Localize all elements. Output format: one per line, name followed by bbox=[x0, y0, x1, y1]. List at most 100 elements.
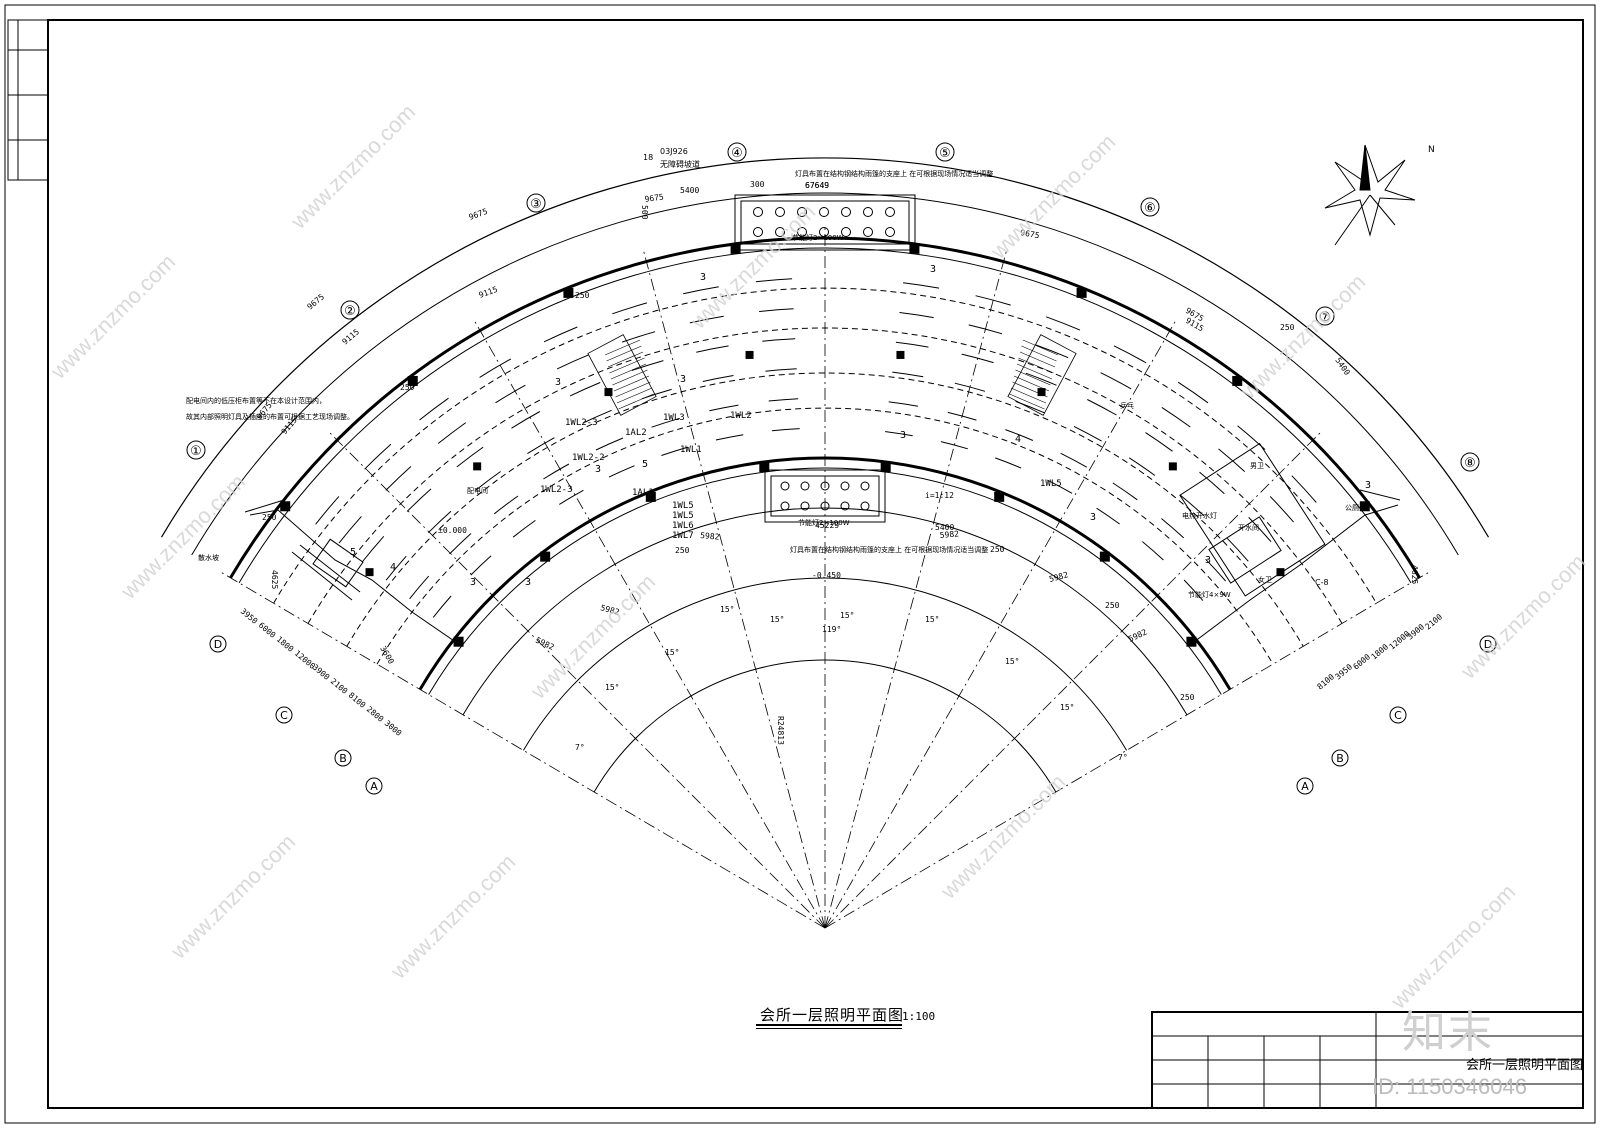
dimension-text: 3600 bbox=[378, 645, 396, 666]
axis-circle bbox=[1296, 777, 1314, 795]
dimension-text: 67649 bbox=[805, 181, 829, 190]
ring-bubble-left-C: C bbox=[275, 706, 293, 724]
radial-line-5 bbox=[824, 251, 1007, 929]
light-fixture bbox=[582, 409, 612, 424]
dimension-text: 500 bbox=[640, 205, 649, 220]
annotation-text: 节能灯2×100W bbox=[798, 518, 850, 527]
circuit-count: 3 bbox=[470, 577, 476, 588]
radial-line-1 bbox=[329, 432, 826, 929]
dimension-text: 119° bbox=[822, 625, 841, 634]
radial-line-7 bbox=[824, 432, 1321, 929]
dimension-text: 5400 bbox=[935, 523, 954, 532]
canopy-lamp bbox=[753, 227, 763, 237]
light-fixture bbox=[456, 446, 484, 468]
circuit-count: 3 bbox=[1090, 512, 1096, 523]
ring-bubble-right-D: D bbox=[1479, 635, 1497, 653]
circuit-label: 1WL2-3 bbox=[565, 418, 598, 428]
light-fixture bbox=[661, 446, 689, 456]
light-fixture bbox=[569, 382, 601, 397]
title-block bbox=[1151, 1011, 1584, 1109]
annotation-text: 节能灯4×9W bbox=[1188, 590, 1231, 599]
light-fixture bbox=[762, 338, 796, 342]
light-fixture bbox=[1142, 541, 1164, 561]
light-fixture bbox=[709, 404, 739, 412]
light-fixture bbox=[1112, 482, 1138, 501]
ring-bubble-left-D: D bbox=[209, 635, 227, 653]
light-fixture bbox=[961, 353, 994, 364]
radial-line-3 bbox=[643, 251, 826, 929]
light-fixture bbox=[338, 516, 362, 544]
axis-label: ④ bbox=[731, 146, 743, 161]
stair-tread bbox=[604, 339, 641, 356]
dimension-text: 2100 bbox=[329, 677, 350, 696]
light-fixture bbox=[888, 401, 918, 407]
axis-label: B bbox=[339, 752, 347, 765]
column bbox=[453, 636, 464, 647]
canopy-lamp bbox=[819, 227, 829, 237]
light-fixture bbox=[1183, 579, 1204, 601]
light-fixture bbox=[1218, 448, 1246, 472]
stair-tread bbox=[1022, 339, 1059, 356]
axis-circle bbox=[1389, 706, 1407, 724]
canopy-lamp bbox=[885, 207, 895, 217]
canopy-lamp bbox=[780, 501, 790, 511]
stair-tread bbox=[1015, 369, 1051, 386]
canopy-lamp bbox=[885, 227, 895, 237]
light-fixture bbox=[895, 341, 929, 348]
axis-circle bbox=[1479, 635, 1497, 653]
circuit-label: 1WL6 bbox=[672, 521, 694, 531]
watermark-site: www.znzmo.com bbox=[165, 829, 300, 964]
light-fixture bbox=[449, 533, 472, 555]
dimension-text: 4625 bbox=[1410, 565, 1419, 584]
light-fixture bbox=[1237, 425, 1266, 450]
light-fixture bbox=[903, 282, 940, 289]
dimension-text: -0.450 bbox=[812, 571, 841, 580]
annotation-text: 散水坡 bbox=[198, 553, 219, 562]
light-fixture bbox=[1100, 372, 1132, 390]
axis-circle bbox=[275, 706, 293, 724]
right-wing bbox=[1179, 442, 1401, 646]
stair-tread bbox=[613, 375, 650, 392]
light-fixture bbox=[419, 397, 449, 421]
column bbox=[473, 462, 482, 471]
column bbox=[730, 243, 741, 254]
canopy-lamp bbox=[800, 501, 810, 511]
dimension-text: 9115 bbox=[478, 285, 499, 300]
axis-label: A bbox=[1301, 780, 1309, 793]
dimension-text: 1800 bbox=[275, 635, 296, 654]
circuit-label: 1WL3 bbox=[663, 413, 685, 423]
title-block-drawing-name: 会所一层照明平面图 bbox=[1466, 1058, 1584, 1073]
dimension-text: 2100 bbox=[1424, 612, 1445, 631]
light-fixture bbox=[1161, 406, 1191, 428]
annotation-text: 电热开水灯 bbox=[1182, 511, 1217, 520]
canopy-lamp bbox=[840, 481, 850, 491]
axis-circle bbox=[340, 300, 360, 320]
axis-label: D bbox=[214, 638, 222, 651]
column bbox=[645, 491, 656, 502]
stair-tread bbox=[612, 369, 648, 386]
light-fixture bbox=[1205, 558, 1226, 582]
dimension-text: 250 bbox=[990, 545, 1005, 554]
left-wing bbox=[244, 499, 461, 646]
annotation-text: 公厕 bbox=[1345, 504, 1359, 512]
light-fixture bbox=[437, 422, 467, 444]
dimension-text: 250 bbox=[1280, 323, 1295, 332]
stair-tread bbox=[1018, 357, 1054, 374]
circuit-count: 3 bbox=[1365, 480, 1371, 491]
axis-label: ② bbox=[344, 304, 356, 319]
watermark-logo: 知末 bbox=[1402, 1007, 1494, 1058]
column bbox=[909, 243, 920, 254]
stair-tread bbox=[1009, 393, 1045, 410]
axis-bubble-8: ⑧ bbox=[1460, 452, 1480, 472]
light-fixture bbox=[1161, 518, 1185, 539]
light-fixture bbox=[315, 496, 340, 525]
axis-bubble-6: ⑥ bbox=[1140, 197, 1160, 217]
watermark-site: www.znzmo.com bbox=[45, 249, 180, 384]
dimension-text: 15° bbox=[770, 615, 784, 624]
canopy-lamp bbox=[863, 227, 873, 237]
light-fixture bbox=[683, 286, 719, 295]
axis-label: ③ bbox=[530, 197, 542, 212]
light-fixture bbox=[479, 358, 512, 378]
drawing-title: 会所一层照明平面图 bbox=[760, 1006, 905, 1024]
annotation-text: 18 bbox=[643, 153, 653, 162]
